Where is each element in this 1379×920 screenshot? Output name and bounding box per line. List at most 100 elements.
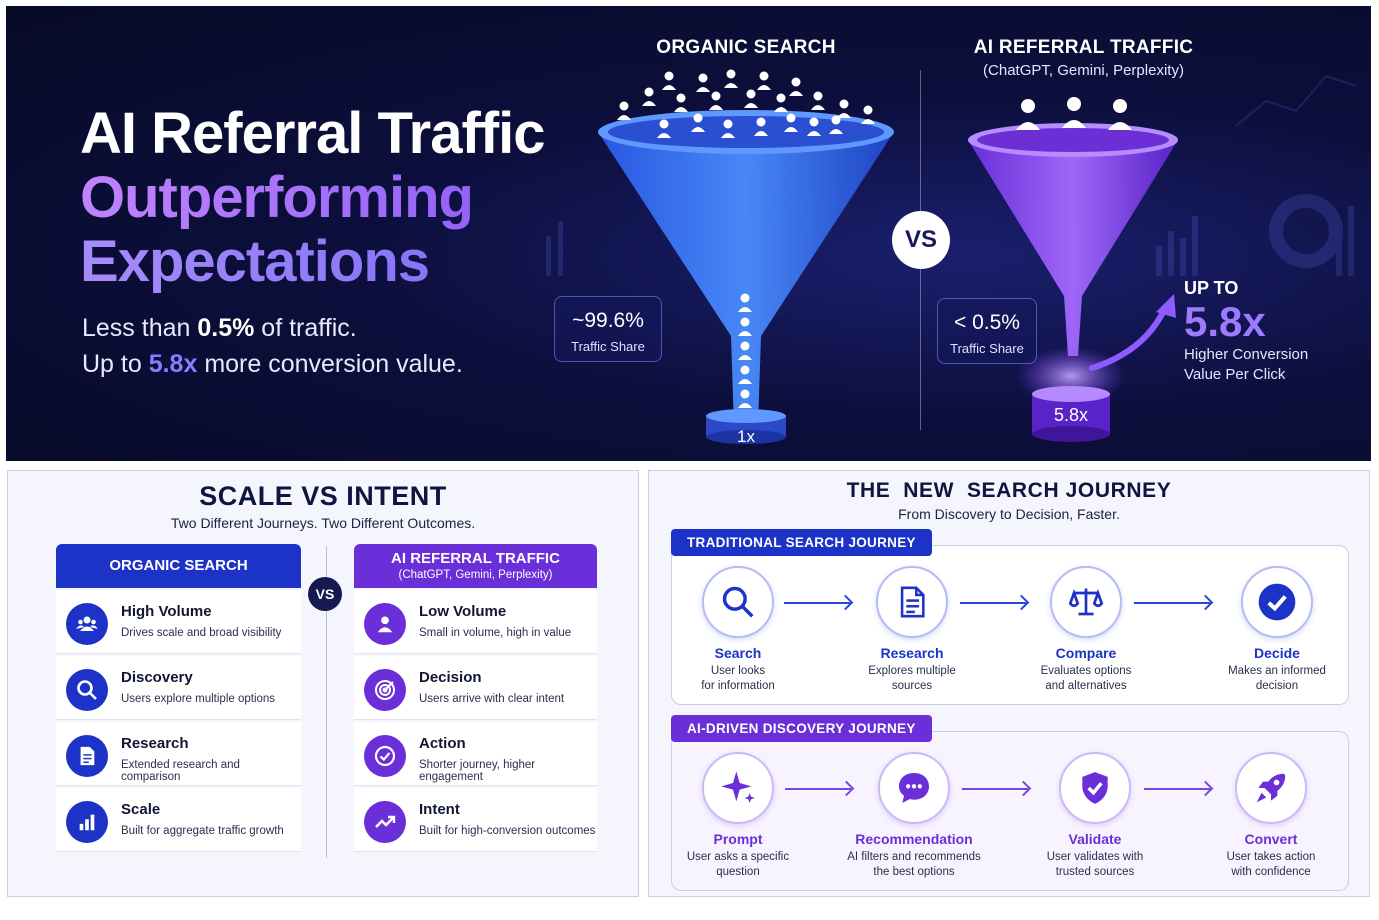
hero-subtitle: Less than 0.5% of traffic. Up to 5.8x mo… (82, 310, 463, 382)
traditional-journey-box: Search User looks for information Resear… (671, 545, 1349, 705)
list-item: Action Shorter journey, higher engagemen… (354, 722, 597, 786)
organic-search-heading: ORGANIC SEARCH (656, 37, 836, 58)
step-desc-line1: User looks (710, 665, 766, 677)
organic-traffic-share-label: Traffic Share (571, 339, 645, 354)
list-item-title: Research (121, 735, 189, 752)
organic-user-crowd-icons (617, 69, 875, 408)
ai-funnel (968, 123, 1178, 442)
ai-referral-heading: AI REFERRAL TRAFFIC (973, 37, 1194, 58)
sub-line2-pre: Up to (82, 350, 149, 378)
list-item-desc: Built for aggregate traffic growth (121, 825, 284, 837)
step-title: Convert (1244, 831, 1298, 847)
list-item-desc: Shorter journey, higher engagement (419, 759, 536, 783)
arrow-right-icon (960, 602, 1026, 604)
organic-base-multiplier: 1x (737, 427, 755, 446)
step-desc-line1: User asks a specific (686, 851, 790, 863)
step-desc-line1: AI filters and recommends (847, 851, 981, 863)
step-title: Recommendation (855, 831, 973, 847)
list-item-desc: Built for high-conversion outcomes (419, 825, 596, 837)
search-icon (66, 669, 108, 711)
arrow-right-icon (785, 788, 851, 790)
ai-traffic-share-value: < 0.5% (954, 311, 1020, 334)
traditional-journey-tag: TRADITIONAL SEARCH JOURNEY (671, 529, 932, 556)
scale-vs-intent-panel: SCALE VS INTENT Two Different Journeys. … (7, 470, 639, 897)
list-item-title: Low Volume (419, 603, 507, 620)
list-item-desc: Drives scale and broad visibility (121, 627, 282, 639)
step-title: Validate (1068, 831, 1122, 847)
ai-journey-tag: AI-DRIVEN DISCOVERY JOURNEY (671, 715, 932, 742)
document-icon (66, 735, 108, 777)
step-desc-line1: User validates with (1046, 851, 1144, 863)
journey-step-recommendation: Recommendation AI filters and recommends… (839, 752, 989, 880)
step-title: Prompt (713, 831, 763, 847)
ai-column-title: AI REFERRAL TRAFFIC (391, 550, 560, 567)
step-desc-line1: Explores multiple (868, 665, 956, 677)
check-circle-icon (364, 735, 406, 777)
trend-up-icon (364, 801, 406, 843)
hero-banner: AI Referral Traffic Outperforming Expect… (6, 6, 1371, 461)
chat-icon (878, 752, 950, 824)
list-item: Decision Users arrive with clear intent (354, 656, 597, 720)
journey-step-convert: Convert User takes action with confidenc… (1196, 752, 1346, 880)
columns-vs-badge: VS (308, 577, 342, 611)
arrow-right-icon (784, 602, 850, 604)
journey-step-compare: Compare Evaluates options and alternativ… (1011, 566, 1161, 694)
list-item-title: Discovery (121, 669, 193, 686)
hero-title-line1: AI Referral Traffic (80, 101, 546, 166)
new-journey-title: THE NEW SEARCH JOURNEY (846, 479, 1172, 502)
step-title: Research (880, 645, 944, 661)
rocket-icon (1235, 752, 1307, 824)
list-item-title: Decision (419, 669, 482, 686)
hero-title-line2: Outperforming (80, 166, 545, 230)
search-icon (702, 566, 774, 638)
step-title: Decide (1254, 645, 1300, 661)
document-icon (876, 566, 948, 638)
journey-step-validate: Validate User validates with trusted sou… (1020, 752, 1170, 880)
list-item-desc: Small in volume, high in value (419, 627, 572, 639)
step-desc-line2: with confidence (1231, 866, 1311, 878)
step-desc-line1: Makes an informed (1228, 665, 1326, 677)
ai-traffic-share-box: < 0.5% Traffic Share (937, 298, 1037, 364)
check-icon (1241, 566, 1313, 638)
list-item-title: Intent (419, 801, 460, 818)
bar-chart-icon (66, 801, 108, 843)
sub-line1-bold: 0.5% (197, 314, 255, 342)
organic-column-title: ORGANIC SEARCH (109, 557, 248, 574)
journey-step-research: Research Explores multiple sources (837, 566, 987, 694)
shield-check-icon (1059, 752, 1131, 824)
step-desc-line2: question (716, 866, 760, 878)
ai-column-header: AI REFERRAL TRAFFIC (ChatGPT, Gemini, Pe… (354, 544, 597, 588)
upto-value: 5.8x (1184, 298, 1266, 345)
list-item-desc: Users arrive with clear intent (419, 693, 565, 705)
list-item-title: High Volume (121, 603, 212, 620)
hero-graphics (546, 69, 1357, 444)
step-desc-line2: sources (891, 680, 933, 692)
list-item-desc: Users explore multiple options (121, 693, 276, 705)
upto-label: UP TO (1184, 278, 1239, 298)
hero-subtitle-line2: Up to 5.8x more conversion value. (82, 346, 463, 382)
new-journey-subtitle: From Discovery to Decision, Faster. (898, 506, 1120, 522)
scale-icon (1050, 566, 1122, 638)
user-icon (364, 603, 406, 645)
sub-line1-post: of traffic. (254, 314, 357, 342)
upto-desc-line1: Higher Conversion (1184, 346, 1309, 363)
sub-line1-pre: Less than (82, 314, 198, 342)
step-desc-line1: Evaluates options (1040, 665, 1132, 677)
hero-subtitle-line1: Less than 0.5% of traffic. (82, 310, 463, 346)
arrow-right-icon (1144, 788, 1210, 790)
ai-user-icons (1016, 97, 1132, 130)
ai-traffic-share-label: Traffic Share (950, 341, 1024, 356)
list-item: Scale Built for aggregate traffic growth (56, 788, 301, 852)
step-desc-line1: User takes action (1226, 851, 1316, 863)
list-item: Intent Built for high-conversion outcome… (354, 788, 597, 852)
list-item-desc: Extended research and comparison (121, 759, 240, 783)
new-search-journey-panel: THE NEW SEARCH JOURNEY From Discovery to… (648, 470, 1370, 897)
arrow-right-icon (962, 788, 1028, 790)
step-desc-line2: and alternatives (1045, 680, 1127, 692)
journey-step-prompt: Prompt User asks a specific question (663, 752, 813, 880)
columns-divider (326, 546, 327, 858)
hero-title-line3: Expectations (80, 230, 545, 294)
hero-vs-badge: VS (892, 211, 950, 269)
step-desc-line2: trusted sources (1055, 866, 1135, 878)
